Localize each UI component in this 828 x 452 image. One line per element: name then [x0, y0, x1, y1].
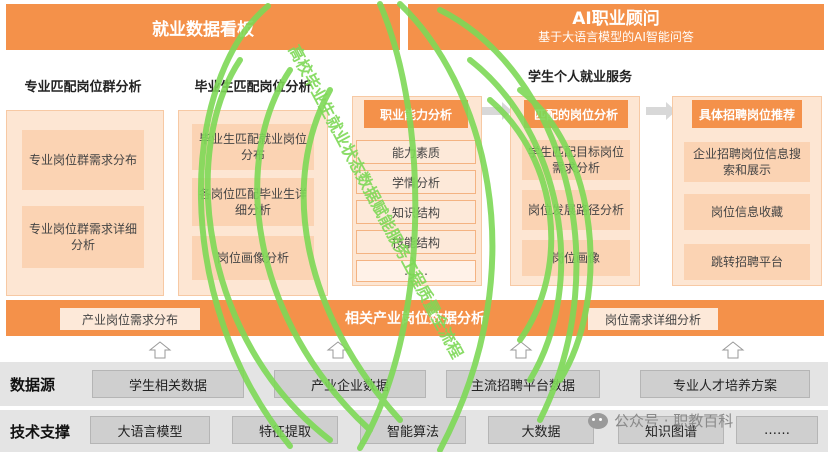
match-post-card-portrait: 岗位画像	[522, 240, 630, 276]
flow-arrow-1	[482, 102, 512, 120]
data-source-student: 学生相关数据	[92, 370, 244, 398]
ability-item-quality: 能力素质	[356, 140, 476, 164]
data-source-label: 数据源	[10, 375, 56, 394]
match-post-head: 匹配的岗位分析	[524, 100, 628, 128]
up-arrows	[148, 341, 745, 359]
up-arrow-4	[721, 341, 745, 359]
ai-advisor-title: AI职业顾问	[572, 9, 660, 29]
tech-support-label: 技术支撑	[10, 422, 71, 441]
grad-match-card-portrait: 岗位画像分析	[192, 236, 314, 280]
ability-item-skills: 技能结构	[356, 230, 476, 254]
ability-head: 职业能力分析	[364, 100, 468, 128]
recommend-head: 具体招聘岗位推荐	[692, 100, 802, 128]
recommend-card-jump: 跳转招聘平台	[684, 244, 810, 280]
industry-analysis-title: 相关产业岗位数据分析	[345, 311, 485, 327]
dashboard-header: 就业数据看板	[6, 4, 400, 50]
major-match-title: 专业匹配岗位群分析	[24, 80, 142, 95]
tech-bigdata: 大数据	[488, 416, 594, 444]
match-post-card-target: 学生匹配目标岗位需求分析	[522, 140, 630, 180]
tech-kg: 知识图谱	[618, 416, 724, 444]
major-match-card-detail: 专业岗位群需求详细分析	[22, 206, 144, 268]
ability-item-knowledge: 知识结构	[356, 200, 476, 224]
industry-tag-distribution: 产业岗位需求分布	[60, 308, 200, 330]
brand-watermark: 公众号 · 职教百科	[588, 410, 733, 431]
grad-match-card-distribution: 毕业生匹配就业岗位分布	[192, 124, 314, 170]
tech-more: ……	[736, 416, 818, 444]
up-arrow-3	[509, 341, 533, 359]
brand-text: 公众号 · 职教百科	[614, 412, 734, 430]
tech-algorithm: 智能算法	[360, 416, 466, 444]
wechat-icon	[588, 412, 608, 429]
data-source-training: 专业人才培养方案	[640, 370, 810, 398]
match-post-card-path: 岗位发展路径分析	[522, 190, 630, 230]
tech-feature: 特征提取	[232, 416, 338, 444]
industry-tag-detail: 岗位需求详细分析	[588, 308, 718, 330]
ai-advisor-header: AI职业顾问 基于大语言模型的AI智能问答	[408, 4, 824, 50]
grad-match-card-detail: 各岗位匹配毕业生详细分析	[192, 178, 314, 226]
ai-advisor-subtitle: 基于大语言模型的AI智能问答	[538, 30, 694, 44]
ability-item-learning: 学情分析	[356, 170, 476, 194]
grad-match-title: 毕业生匹配岗位分析	[194, 80, 312, 95]
up-arrow-2	[326, 341, 350, 359]
flow-arrow-2	[646, 102, 676, 120]
tech-llm: 大语言模型	[90, 416, 210, 444]
dashboard-title: 就业数据看板	[152, 19, 254, 40]
ability-item-more: ……	[356, 260, 476, 282]
data-source-recruit: 主流招聘平台数据	[446, 370, 600, 398]
up-arrow-1	[148, 341, 172, 359]
recommend-card-favorite: 岗位信息收藏	[684, 194, 810, 230]
major-match-card-distribution: 专业岗位群需求分布	[22, 130, 144, 190]
personal-service-title: 学生个人就业服务	[527, 70, 632, 85]
data-source-industry: 产业企业数据	[274, 370, 426, 398]
recommend-card-search: 企业招聘岗位信息搜索和展示	[684, 142, 810, 182]
